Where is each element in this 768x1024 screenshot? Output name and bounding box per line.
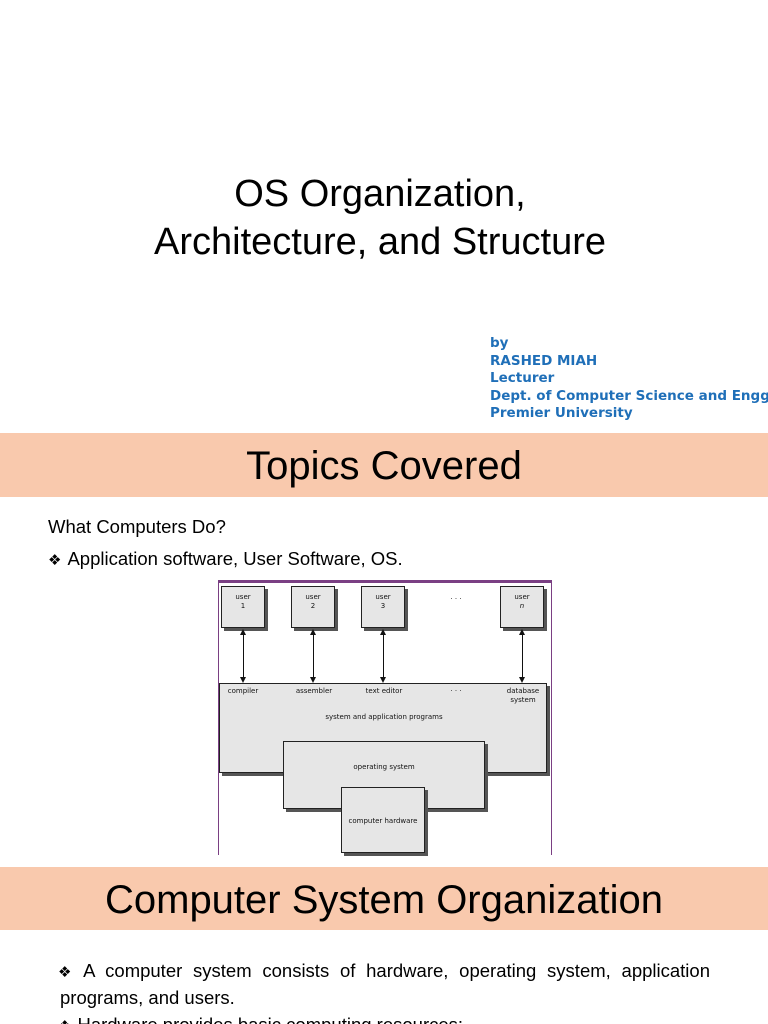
program-label: compiler (227, 687, 259, 695)
user-box: user 2 (291, 586, 335, 628)
author-name: RASHED MIAH (490, 352, 598, 369)
program-label-line: database (506, 687, 540, 695)
bullet-text: A computer system consists of hardware, … (60, 960, 710, 1008)
organization-slide: Computer System Organization ❖A computer… (0, 866, 768, 1024)
user-label: user (514, 593, 530, 601)
bullet-item: ❖ Hardware provides basic computing resou… (58, 1012, 710, 1024)
system-components-diagram: user 1 user 2 user 3 · · · user n c (218, 580, 552, 855)
user-number: 2 (310, 602, 316, 610)
slide-heading: Computer System Organization (0, 867, 768, 930)
topics-slide: Topics Covered What Computers Do? ❖ Appli… (0, 432, 768, 866)
arrow-line (313, 634, 314, 678)
program-label: text editor (365, 687, 403, 695)
arrow-down-icon (519, 677, 525, 683)
diamond-bullet-icon: ❖ (58, 1017, 71, 1024)
bullet-text: Hardware provides basic computing resour… (77, 1014, 463, 1024)
operating-system-label: operating system (353, 763, 415, 771)
user-number: n (519, 602, 525, 610)
title-line-1: OS Organization, (234, 173, 526, 215)
author-by: by (490, 335, 509, 351)
slide-heading: Topics Covered (0, 433, 768, 497)
author-dept: Dept. of Computer Science and Engg. (490, 387, 768, 404)
user-box: user 3 (361, 586, 405, 628)
arrow-down-icon (240, 677, 246, 683)
author-role: Lecturer (490, 370, 555, 386)
program-label: assembler (295, 687, 333, 695)
bullet-item: ❖A computer system consists of hardware,… (58, 958, 710, 1010)
user-label: user (375, 593, 391, 601)
hardware-box: computer hardware (341, 787, 425, 853)
program-ellipsis: · · · (450, 687, 462, 695)
arrow-down-icon (310, 677, 316, 683)
user-box: user n (500, 586, 544, 628)
author-university: Premier University (490, 405, 633, 421)
arrow-line (243, 634, 244, 678)
user-ellipsis: · · · (450, 595, 462, 603)
system-programs-label: system and application programs (325, 713, 443, 721)
bullet-text: Application software, User Software, OS. (67, 548, 403, 569)
hardware-label: computer hardware (348, 817, 418, 825)
diamond-bullet-icon: ❖ (48, 551, 62, 569)
author-block: by RASHED MIAH Lecturer Dept. of Compute… (490, 335, 768, 423)
intro-text: What Computers Do? (48, 516, 226, 537)
bullet-item: ❖ Application software, User Software, OS… (48, 548, 403, 570)
arrow-down-icon (380, 677, 386, 683)
user-label: user (305, 593, 321, 601)
program-label: database system (501, 687, 545, 705)
arrow-up-icon (240, 629, 246, 635)
arrow-up-icon (380, 629, 386, 635)
arrow-line (522, 634, 523, 678)
title-slide: OS Organization, Architecture, and Struc… (0, 0, 768, 432)
user-label: user (235, 593, 251, 601)
diamond-bullet-icon: ❖ (58, 963, 78, 981)
user-number: 1 (240, 602, 246, 610)
slide-title: OS Organization, Architecture, and Struc… (0, 170, 760, 266)
title-line-2: Architecture, and Structure (154, 221, 606, 263)
arrow-up-icon (310, 629, 316, 635)
arrow-up-icon (519, 629, 525, 635)
program-label-line: system (510, 696, 536, 704)
user-box: user 1 (221, 586, 265, 628)
user-number: 3 (380, 602, 386, 610)
arrow-line (383, 634, 384, 678)
